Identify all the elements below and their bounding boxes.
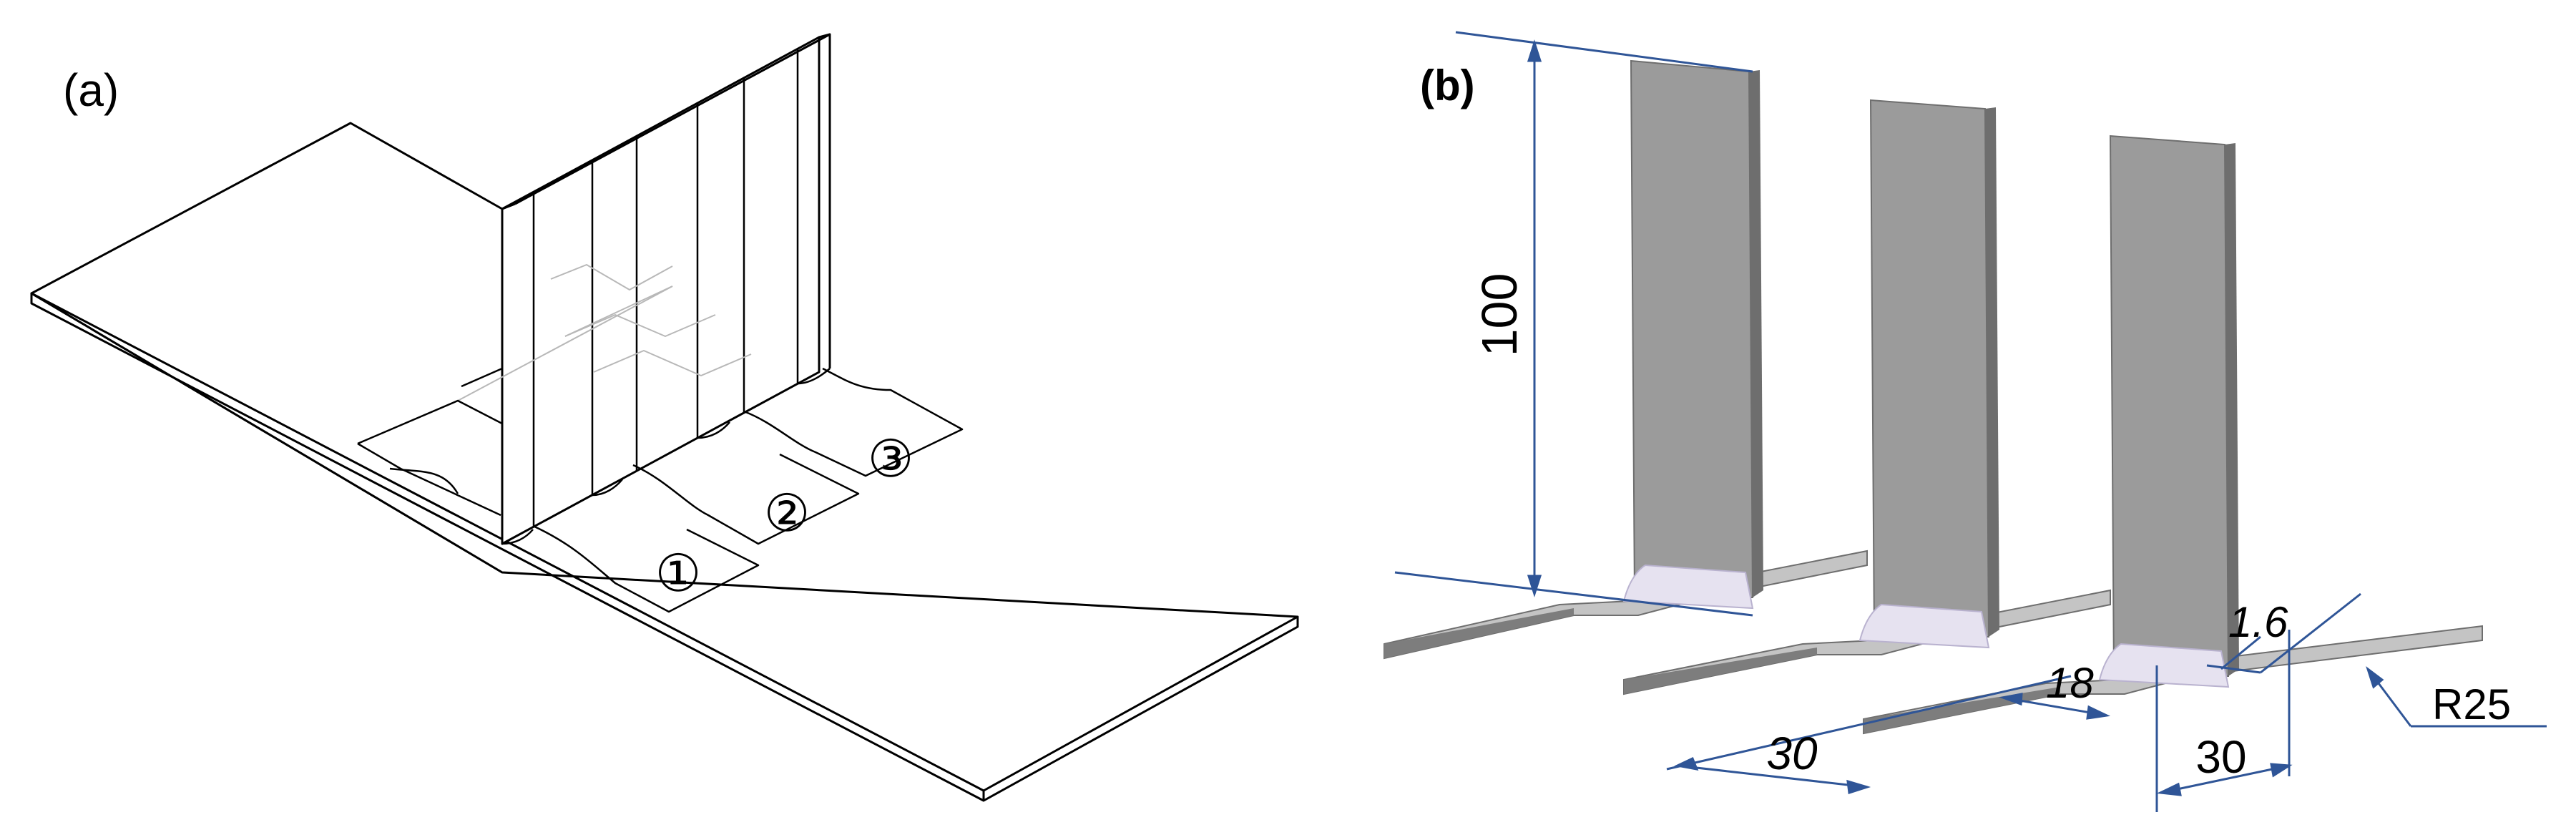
- specimen-outlines: [357, 367, 964, 613]
- weld-bead: [2098, 643, 2230, 688]
- plate-side: [1864, 687, 2060, 733]
- panel-b: (b): [1384, 31, 2547, 812]
- callout-3: ③: [868, 431, 914, 488]
- specimen-right: [1863, 135, 2483, 735]
- dimension-lines: [1394, 31, 2547, 812]
- rib-division-lines: [532, 49, 799, 527]
- dim-radius-label: R25: [2432, 680, 2511, 728]
- callout-1: ①: [655, 545, 702, 602]
- panel-a: (a): [30, 33, 1299, 802]
- specimen-left: [1384, 59, 1868, 660]
- base-plate: [30, 122, 1299, 802]
- plate-side: [1384, 608, 1574, 658]
- dim-gauge-width-label: 18: [2046, 659, 2094, 707]
- dim-end-width-label: 30: [2195, 731, 2246, 783]
- rib-face: [2109, 135, 2230, 677]
- rib-edge: [2225, 143, 2239, 676]
- callouts: ① ② ③: [655, 431, 914, 602]
- dim-thickness-label: 1.6: [2228, 598, 2288, 646]
- panel-a-label: (a): [63, 64, 119, 116]
- callout-2: ②: [764, 485, 810, 542]
- weld-bead: [1858, 603, 1990, 649]
- weld-bead: [1622, 564, 1754, 610]
- dimension-labels: 100 1.6 18 30 30 R25: [1471, 273, 2511, 783]
- rib-edge: [1749, 70, 1763, 597]
- panel-b-label: (b): [1420, 62, 1475, 109]
- dim-height-label: 100: [1471, 273, 1527, 357]
- dim-specimen-width-label: 30: [1766, 728, 1818, 779]
- rib-face: [1869, 99, 1990, 638]
- specimen-middle: [1623, 99, 2111, 695]
- vertical-rib: [501, 33, 831, 545]
- hidden-lines: [457, 264, 752, 401]
- rib-face: [1630, 59, 1754, 598]
- rib-edge: [1985, 107, 1999, 637]
- plate-top: [1384, 550, 1868, 660]
- plate-side: [1624, 648, 1817, 694]
